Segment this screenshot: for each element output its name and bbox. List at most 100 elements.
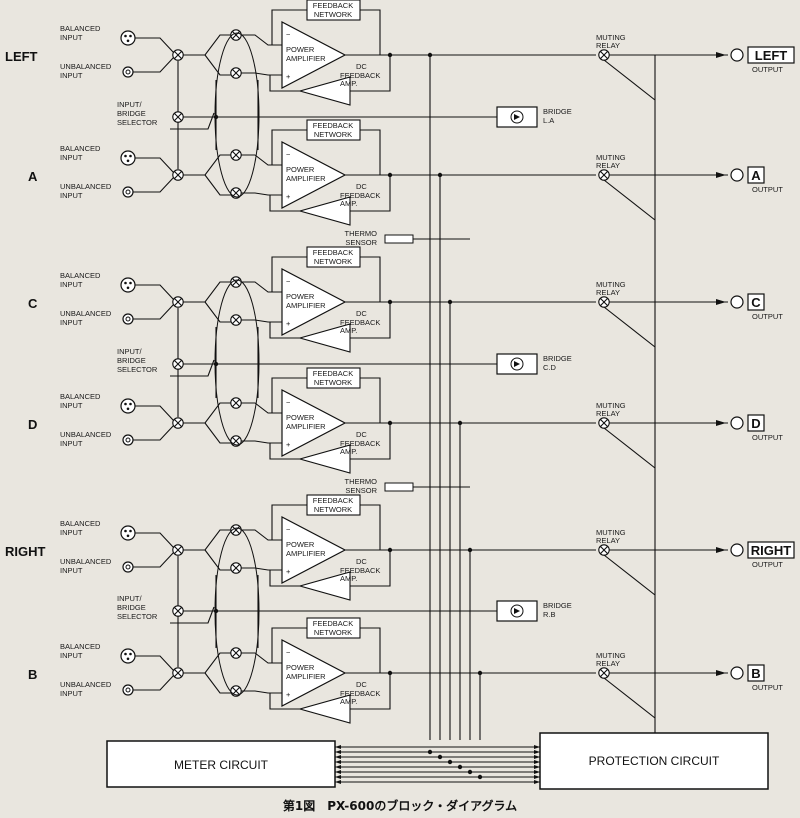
- unbalanced-input-label: INPUT: [60, 689, 83, 698]
- multiplier-cross: [174, 669, 182, 677]
- dc-feedback-label: AMP.: [340, 199, 357, 208]
- power-amplifier-label: POWER: [286, 165, 315, 174]
- switch-loop: [214, 32, 260, 198]
- wire: [241, 192, 282, 196]
- selector-label: SELECTOR: [117, 118, 158, 127]
- relay-control-line: [603, 59, 656, 101]
- muting-relay-label: RELAY: [596, 409, 620, 418]
- balanced-input-label: INPUT: [60, 528, 83, 537]
- xlr-ring: [120, 398, 136, 414]
- wire: [350, 673, 391, 710]
- output-name-box: [747, 541, 795, 559]
- dc-feedback-label: DC: [356, 309, 367, 318]
- xlr-pin: [126, 657, 130, 661]
- multiplier-cross: [174, 360, 182, 368]
- multiplier-cross: [600, 419, 608, 427]
- bridge-label: BRIDGE: [543, 354, 572, 363]
- multiplier-cross: [232, 564, 240, 572]
- xlr-ring: [120, 648, 136, 664]
- thermo-sensor-label: THERMO: [345, 229, 378, 238]
- output-name: B: [751, 666, 760, 681]
- rca-jack-icon: [122, 561, 134, 573]
- output-label: OUTPUT: [752, 683, 783, 692]
- junction-dot: [213, 361, 219, 367]
- jack-ring: [122, 313, 134, 325]
- multiplier-cross: [232, 189, 240, 197]
- switch-multiplier: [230, 685, 242, 697]
- feedback-network-label: FEEDBACK: [313, 619, 353, 628]
- arrow-left: [335, 770, 341, 774]
- xlr-pin: [126, 39, 130, 43]
- wire: [241, 281, 282, 293]
- thermo-sensor-resistor: [384, 482, 414, 492]
- junction-dot: [427, 749, 433, 755]
- bridge-selector-multiplier: [172, 358, 184, 370]
- muting-relay-label: RELAY: [596, 41, 620, 50]
- wire: [241, 567, 282, 571]
- input-selector-multiplier: [172, 296, 184, 308]
- output-label: OUTPUT: [752, 312, 783, 321]
- power-amplifier-triangle: [281, 389, 347, 457]
- multiplier-cross: [232, 687, 240, 695]
- jack-center: [125, 316, 131, 322]
- junction-dot: [213, 114, 219, 120]
- rca-jack-icon: [122, 313, 134, 325]
- muting-relay-label: MUTING: [596, 153, 626, 162]
- wire: [183, 281, 235, 303]
- jack-center: [125, 437, 131, 443]
- switch-multiplier: [230, 314, 242, 326]
- feedback-network-label: NETWORK: [314, 628, 352, 637]
- dc-feedback-label: FEEDBACK: [340, 439, 380, 448]
- wire: [133, 424, 175, 441]
- unbalanced-input-label: UNBALANCED: [60, 680, 112, 689]
- input-selector-multiplier: [172, 544, 184, 556]
- wire: [271, 129, 307, 165]
- dc-feedback-label: FEEDBACK: [340, 318, 380, 327]
- amp-minus-sign: −: [286, 150, 291, 159]
- multiplier-cross: [174, 171, 182, 179]
- unbalanced-input-label: INPUT: [60, 191, 83, 200]
- led-icon: [510, 357, 524, 371]
- balanced-input-label: BALANCED: [60, 519, 101, 528]
- wire: [360, 9, 381, 55]
- wire: [204, 54, 235, 76]
- dc-feedback-label: DC: [356, 430, 367, 439]
- wire: [204, 422, 235, 444]
- wire: [135, 37, 175, 54]
- selector-dashed: [170, 359, 215, 377]
- relay-control-line: [603, 427, 656, 469]
- bridge-selector-multiplier: [172, 605, 184, 617]
- meter-circuit-box: [106, 740, 336, 788]
- selector-label: INPUT/: [117, 594, 143, 603]
- power-amplifier-label: AMPLIFIER: [286, 672, 326, 681]
- arrow-left: [335, 760, 341, 764]
- output-label: OUTPUT: [752, 185, 783, 194]
- wire: [360, 627, 381, 673]
- output-label: OUTPUT: [752, 65, 783, 74]
- muting-relay-label: MUTING: [596, 528, 626, 537]
- channel-label: B: [28, 667, 37, 682]
- feedback-network-label: FEEDBACK: [313, 496, 353, 505]
- unbalanced-input-label: INPUT: [60, 439, 83, 448]
- thermo-sensor-resistor: [384, 234, 414, 244]
- rca-jack-icon: [122, 186, 134, 198]
- muting-relay-label: MUTING: [596, 280, 626, 289]
- meter-circuit-label: METER CIRCUIT: [174, 758, 269, 772]
- switch-multiplier: [230, 276, 242, 288]
- dc-feedback-label: DC: [356, 62, 367, 71]
- xlr-ring: [120, 525, 136, 541]
- wire: [271, 627, 307, 663]
- arrow-right: [534, 765, 540, 769]
- unbalanced-input-label: INPUT: [60, 71, 83, 80]
- dc-feedback-label: AMP.: [340, 326, 357, 335]
- thermo-sensor-label: SENSOR: [345, 238, 377, 247]
- wire: [135, 157, 175, 174]
- switch-multiplier: [230, 562, 242, 574]
- jack-center: [125, 687, 131, 693]
- jack-ring: [122, 186, 134, 198]
- junction-dot: [387, 670, 393, 676]
- rca-jack-icon: [122, 434, 134, 446]
- wire: [241, 319, 282, 323]
- balanced-input-label: BALANCED: [60, 144, 101, 153]
